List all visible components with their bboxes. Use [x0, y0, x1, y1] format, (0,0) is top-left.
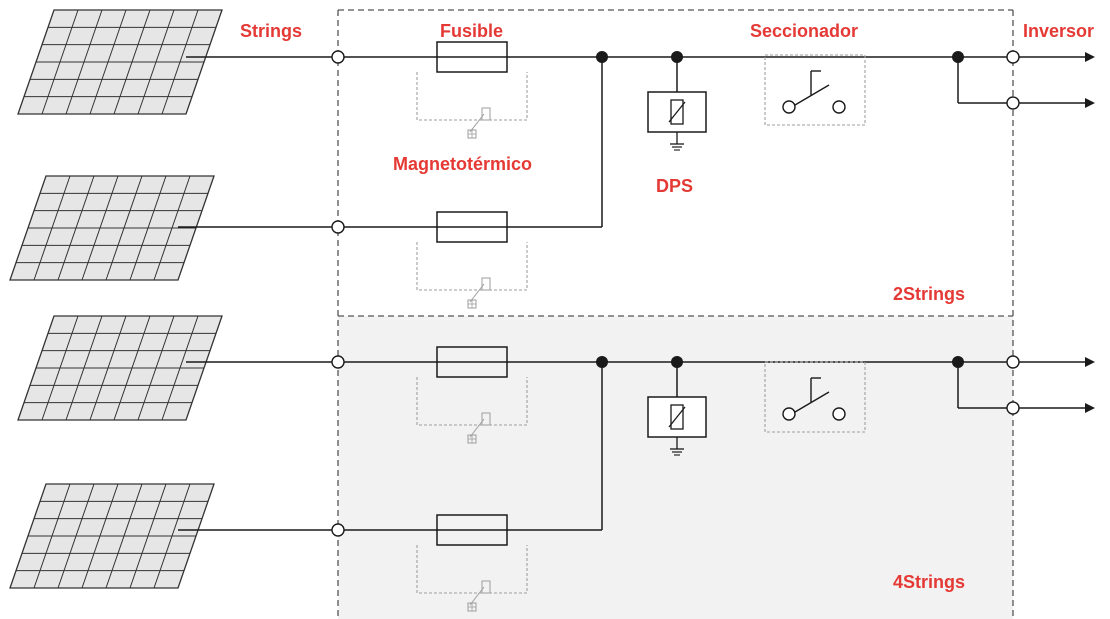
arrow-right-icon: [1085, 357, 1095, 367]
solar-panel-col-line: [57, 483, 95, 589]
solar-panel-col-line: [161, 315, 199, 421]
disconnector-terminal: [782, 407, 796, 421]
terminal-connector: [331, 355, 345, 369]
solar-panel-col-line: [33, 175, 71, 281]
breaker-coil: [481, 107, 491, 121]
solar-panel-col-line: [81, 175, 119, 281]
fuse-body: [436, 346, 508, 378]
junction-node: [671, 51, 683, 63]
solar-panel-icon: [17, 315, 223, 421]
ground-icon: [670, 143, 684, 151]
disconnector-blade: [794, 84, 830, 106]
varistor-symbol: [670, 404, 684, 430]
breaker-dashed-frame: [416, 545, 528, 594]
breaker-contact: [469, 113, 485, 133]
solar-panel-col-line: [153, 175, 191, 281]
terminal-connector: [331, 220, 345, 234]
fuse-body: [436, 41, 508, 73]
disconnector-dashed-frame: [764, 54, 866, 126]
solar-panel-col-line: [137, 315, 175, 421]
label-4strings: 4Strings: [893, 572, 966, 592]
solar-panel-col-line: [113, 315, 151, 421]
breaker-icon: [416, 377, 528, 444]
disconnector-terminal: [832, 407, 846, 421]
dps-body: [647, 396, 707, 438]
label-seccionador: Seccionador: [750, 21, 859, 41]
breaker-contact: [469, 586, 485, 606]
terminal-connector: [1006, 96, 1020, 110]
breaker-coil: [481, 580, 491, 594]
arrow-right-icon: [1085, 98, 1095, 108]
disconnector-switch-icon: [764, 54, 866, 126]
fuse-icon: [436, 41, 508, 73]
varistor-symbol: [670, 99, 684, 125]
solar-panel-col-line: [153, 483, 191, 589]
label-magnetotermico: Magnetotérmico: [393, 154, 533, 174]
ground-icon: [670, 448, 684, 456]
solar-panel-col-line: [81, 483, 119, 589]
label-dps: DPS: [656, 176, 694, 196]
varistor-slash: [668, 101, 686, 123]
solar-panel-col-line: [89, 9, 127, 115]
solar-panel-icon: [9, 483, 215, 589]
solar-panel-icon: [9, 175, 215, 281]
solar-panel-col-line: [105, 175, 143, 281]
junction-node: [596, 51, 608, 63]
breaker-dashed-frame: [416, 377, 528, 426]
disconnector-blade: [794, 391, 830, 413]
junction-node: [952, 51, 964, 63]
solar-panel-col-line: [137, 9, 175, 115]
junction-node: [952, 356, 964, 368]
terminal-connector: [1006, 355, 1020, 369]
solar-panel-col-line: [41, 315, 79, 421]
label-fusible: Fusible: [440, 21, 504, 41]
solar-panel-col-line: [129, 175, 167, 281]
solar-panel-col-line: [161, 9, 199, 115]
disconnector-dashed-frame: [764, 361, 866, 433]
breaker-dashed-frame: [416, 242, 528, 291]
arrow-right-icon: [1085, 52, 1095, 62]
breaker-contact: [469, 283, 485, 303]
label-strings: Strings: [240, 21, 303, 41]
solar-panel-col-line: [57, 175, 95, 281]
solar-panel-col-line: [113, 9, 151, 115]
fuse-icon: [436, 346, 508, 378]
terminal-connector: [1006, 50, 1020, 64]
breaker-icon: [416, 545, 528, 612]
terminal-connector: [1006, 401, 1020, 415]
junction-node: [596, 356, 608, 368]
solar-panel-icon: [17, 9, 223, 115]
disconnector-terminal: [832, 100, 846, 114]
breaker-icon: [416, 242, 528, 309]
breaker-icon: [416, 72, 528, 139]
fuse-icon: [436, 211, 508, 243]
fuse-icon: [436, 514, 508, 546]
surge-protector-icon: [647, 57, 707, 151]
varistor-slash: [668, 406, 686, 428]
terminal-connector: [331, 523, 345, 537]
disconnector-switch-icon: [764, 361, 866, 433]
fuse-body: [436, 514, 508, 546]
solar-panel-col-line: [41, 9, 79, 115]
breaker-dashed-frame: [416, 72, 528, 121]
arrow-right-icon: [1085, 403, 1095, 413]
solar-panel-col-line: [65, 9, 103, 115]
label-inversor: Inversor: [1023, 21, 1095, 41]
solar-panel-col-line: [65, 315, 103, 421]
breaker-contact: [469, 418, 485, 438]
junction-node: [671, 356, 683, 368]
solar-panel-col-line: [129, 483, 167, 589]
fuse-body: [436, 211, 508, 243]
surge-protector-icon: [647, 362, 707, 456]
breaker-coil: [481, 277, 491, 291]
solar-panel-col-line: [105, 483, 143, 589]
solar-panel-col-line: [33, 483, 71, 589]
solar-panel-col-line: [89, 315, 127, 421]
terminal-connector: [331, 50, 345, 64]
label-2strings: 2Strings: [893, 284, 966, 304]
breaker-coil: [481, 412, 491, 426]
disconnector-terminal: [782, 100, 796, 114]
